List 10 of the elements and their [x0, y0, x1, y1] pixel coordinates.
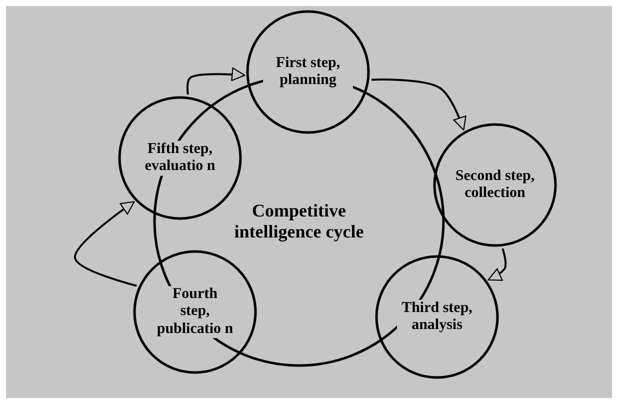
arrow	[372, 78, 466, 131]
cycle-title: Competitive intelligence cycle	[233, 200, 365, 242]
arrow	[488, 248, 507, 281]
arrow	[186, 67, 246, 95]
step-label: Second step, collection	[455, 168, 535, 202]
step-label: Fifth step, evaluatio n	[144, 140, 216, 176]
arrow	[74, 201, 137, 287]
step-label: Third step, analysis	[400, 300, 474, 334]
step-label: First step, planning	[274, 54, 342, 90]
step-label: Fourth step, publicatio n	[156, 286, 234, 338]
